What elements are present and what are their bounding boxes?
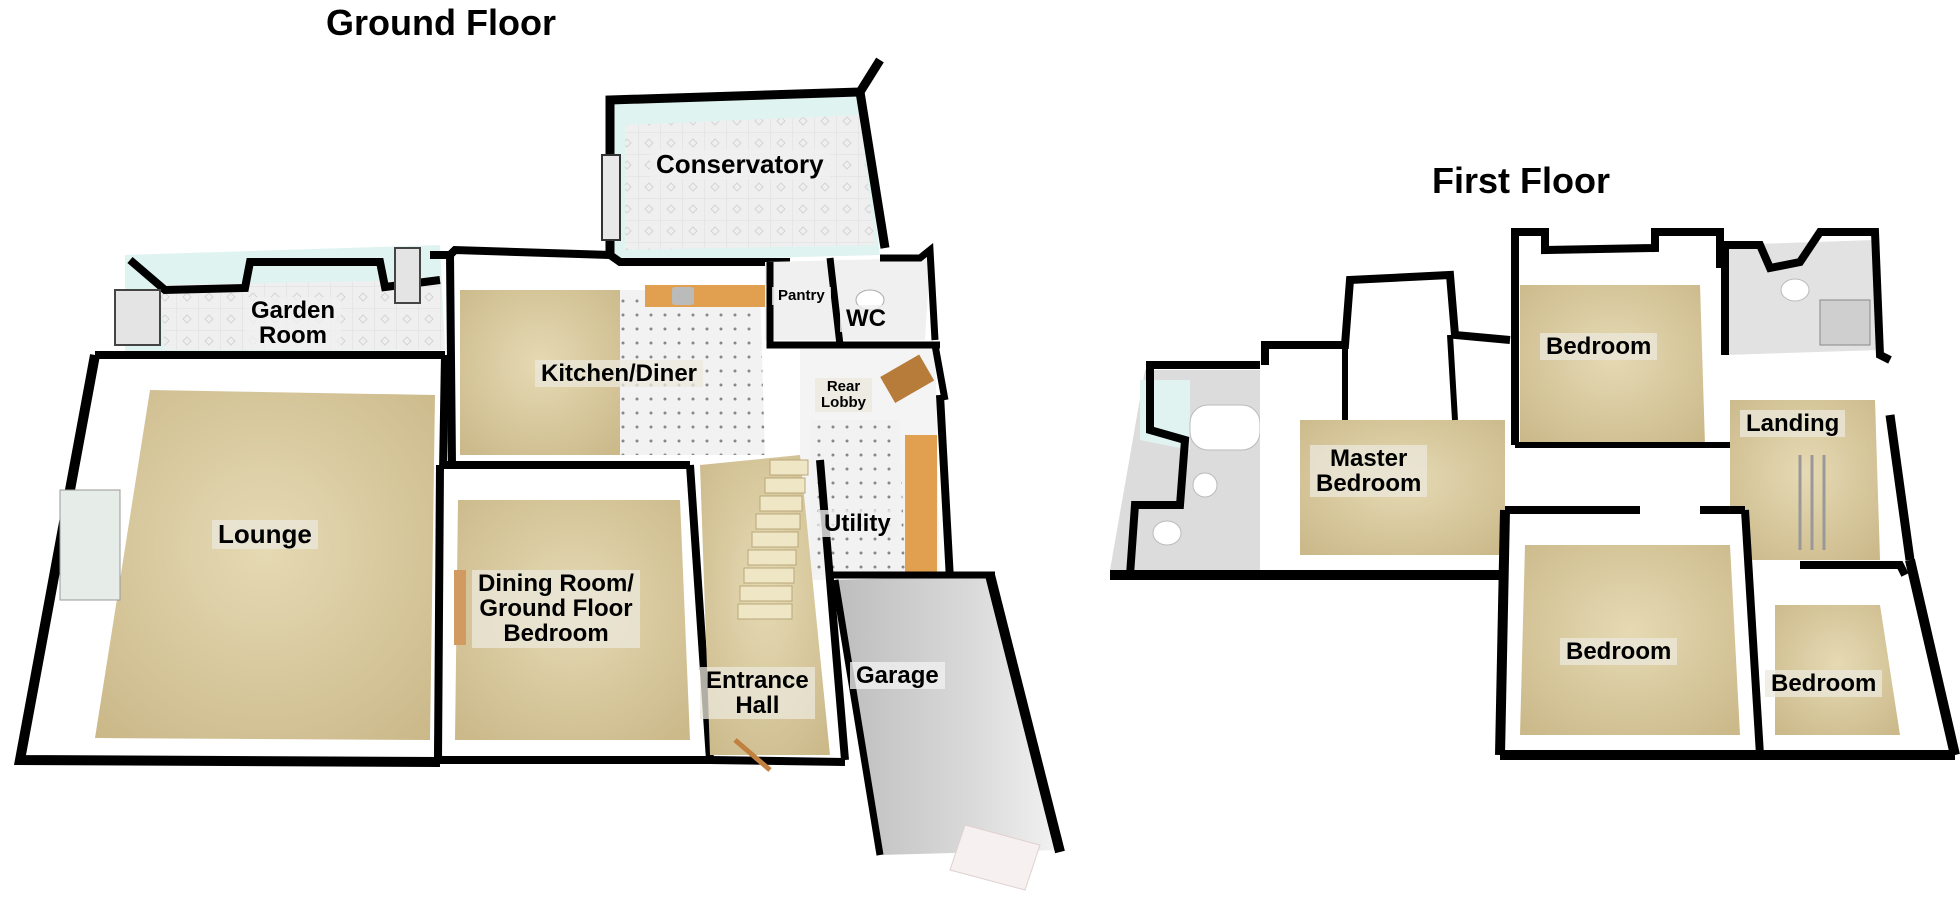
room-label-wc: WC: [840, 305, 892, 333]
garage-door-icon: [949, 824, 1041, 891]
washbasin-icon: [1152, 520, 1182, 546]
room-label-utility: Utility: [818, 510, 897, 538]
kitchen-sink-icon: [672, 287, 694, 305]
room-label-lounge: Lounge: [212, 520, 318, 550]
shower-icon: [1819, 299, 1871, 346]
garden-room-window-icon: [114, 289, 161, 346]
room-label-landing: Landing: [1740, 410, 1846, 438]
room-label-entrance-hall: Entrance Hall: [700, 667, 815, 720]
shower-room-toilet-icon: [1780, 278, 1810, 302]
bathroom: [1110, 361, 1265, 576]
garage: [830, 571, 1065, 891]
dining-sideboard-icon: [454, 570, 466, 645]
first-floor-title: First Floor: [1432, 160, 1610, 201]
bath-icon: [1189, 404, 1261, 451]
room-label-master-bedroom: Master Bedroom: [1310, 445, 1428, 498]
rear-door-icon: [880, 354, 935, 403]
room-label-bedroom-top: Bedroom: [1540, 333, 1658, 361]
stair-banister-icon: [1798, 455, 1826, 550]
room-label-rear-lobby: Rear Lobby: [815, 378, 872, 412]
kitchen-diner: [430, 245, 800, 466]
room-label-conservatory: Conservatory: [650, 150, 830, 180]
room-label-bedroom-bottom-right: Bedroom: [1765, 670, 1883, 698]
utility-worktop-icon: [905, 435, 937, 575]
toilet-icon: [1192, 472, 1218, 498]
room-label-dining-room: Dining Room/ Ground Floor Bedroom: [472, 570, 640, 648]
staircase-icon: [737, 459, 809, 620]
conservatory-door-icon: [601, 154, 621, 241]
room-label-bedroom-bottom-middle: Bedroom: [1560, 638, 1678, 666]
room-label-pantry: Pantry: [772, 287, 831, 305]
lounge: [13, 351, 449, 767]
shower-room: [1721, 228, 1892, 364]
room-label-garden-room: Garden Room: [245, 297, 342, 350]
landing: [1730, 400, 1915, 561]
bedroom-bottom-middle: [1495, 506, 1764, 756]
kitchen-worktop-icon: [645, 285, 765, 307]
room-label-garage: Garage: [850, 662, 945, 690]
front-door-icon: [733, 738, 772, 772]
lounge-window-icon: [59, 489, 121, 601]
garden-room-door-icon: [394, 247, 421, 304]
room-label-kitchen-diner: Kitchen/Diner: [535, 360, 704, 388]
entrance-hall: [700, 455, 849, 772]
ground-floor-title: Ground Floor: [326, 2, 556, 43]
